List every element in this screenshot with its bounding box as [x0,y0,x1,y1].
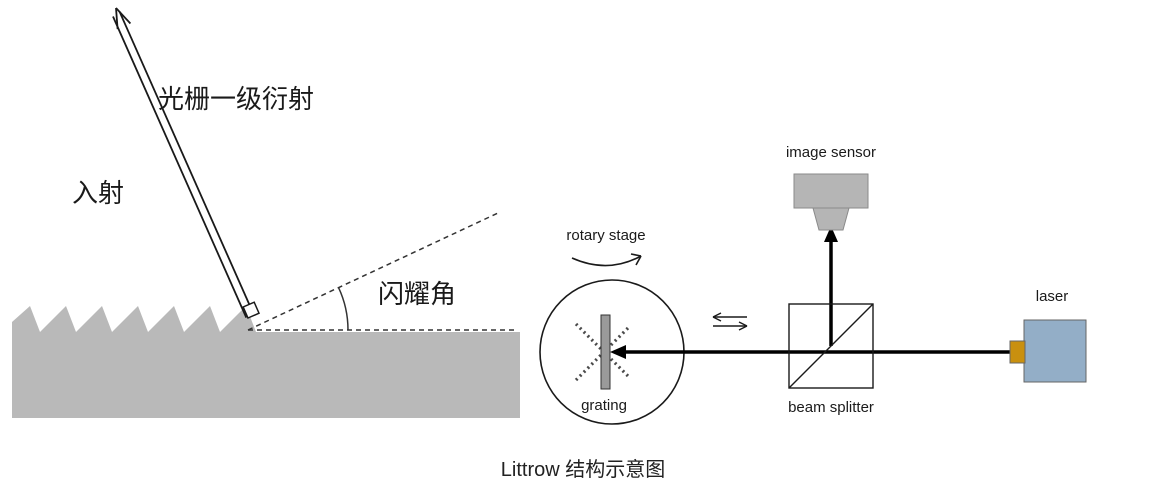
diffracted-beam [112,7,255,318]
grating-label: grating [581,397,627,414]
blaze-angle-label: 闪耀角 [378,279,456,309]
laser [1009,319,1087,383]
beam-splitter-label: beam splitter [788,399,874,416]
blazed-grating-profile [12,306,520,418]
setup-schematic-group: rotary stage grating [539,144,1087,425]
image-sensor-label: image sensor [786,144,876,161]
image-sensor [793,173,869,231]
laser-label: laser [1036,288,1069,305]
beam-splitter-cube [788,303,874,389]
grating-element [600,314,611,390]
diffraction-label: 光栅一级衍射 [158,84,314,114]
blaze-facet-dashed-line [247,212,499,331]
blazed-grating-group: 光栅一级衍射 入射 闪耀角 [12,7,520,418]
rotation-arrow-icon [571,253,642,267]
blaze-angle-arc [337,287,349,331]
diffracted-orders-dotted [574,322,630,382]
figure-caption: Littrow 结构示意图 [501,458,665,481]
rotary-stage-label: rotary stage [566,227,645,244]
double-arrow-icon [712,312,748,331]
right-angle-marker [242,301,260,319]
beam-arrowhead-up [824,226,838,242]
beam-arrowhead-left [610,345,626,359]
incidence-label: 入射 [72,178,124,208]
